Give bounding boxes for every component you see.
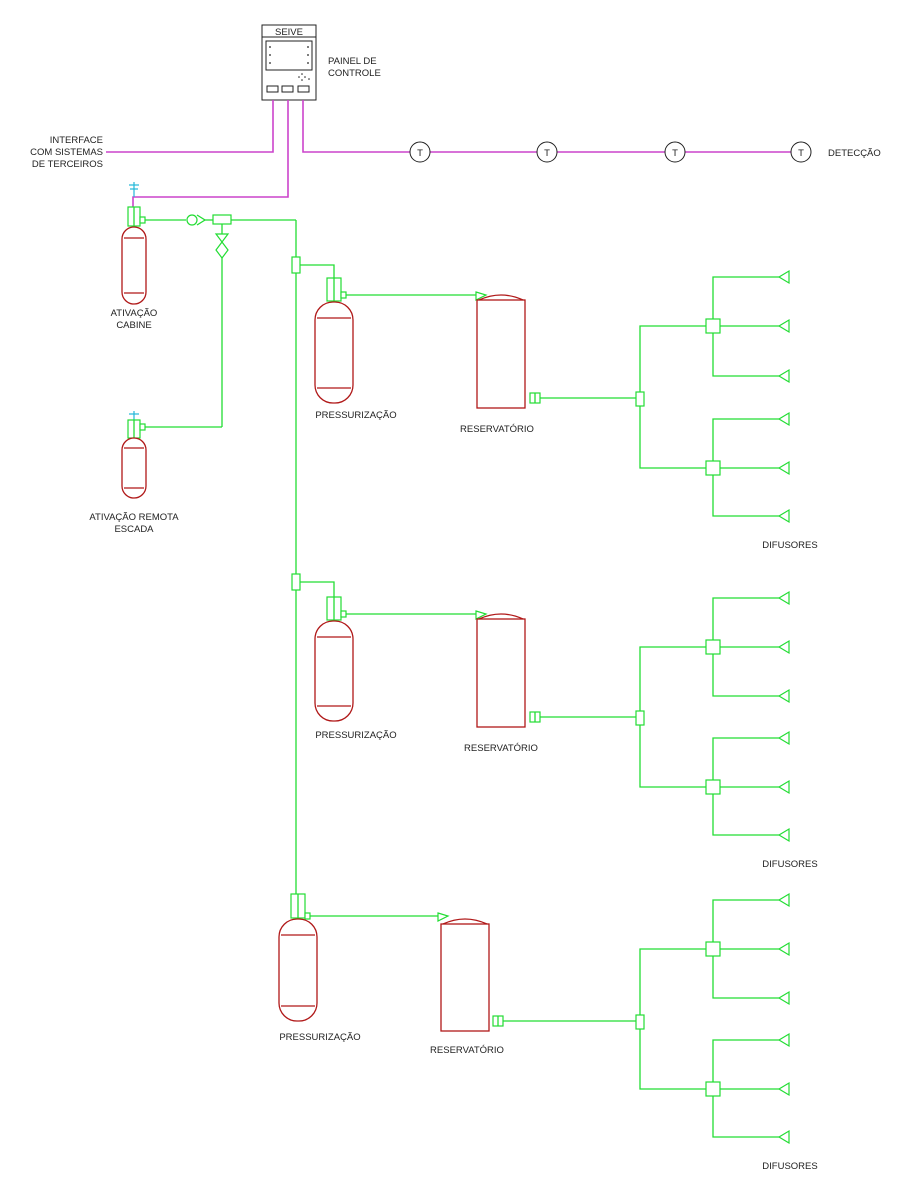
reservoir-label: RESERVATÓRIO [430,1045,504,1056]
diffuser-nozzle-icon [777,941,790,957]
panel-label-line2: CONTROLE [328,68,381,79]
panel-keypad-icon [298,73,310,81]
svg-text:T: T [544,148,550,159]
cross-fitting-icon [705,460,721,476]
diffuser-nozzle-icon [777,1032,790,1048]
diffuser-nozzle-icon [777,590,790,606]
panel-button-2 [281,85,294,93]
detectors: T T T T [409,141,812,163]
diffuser-nozzle-icon [777,639,790,655]
tee-fitting-icon [635,710,645,726]
interface-label-line3: DE TERCEIROS [32,159,103,170]
cross-fitting-icon [705,779,721,795]
pressurization-cylinder-icon [314,620,354,722]
diffuser-nozzle-icon [777,688,790,704]
detector-1: T [409,141,431,163]
diffuser-nozzle-icon [777,892,790,908]
panel-display [265,40,313,71]
module-3: PRESSURIZAÇÃO RESERVATÓRIO DIFUSORES [278,892,818,1172]
detector-3: T [664,141,686,163]
activation-cabin-label-line2: CABINE [116,320,151,331]
detector-icon [409,141,431,163]
detector-icon [664,141,686,163]
diffuser-cluster-lower [705,730,790,843]
interface-label-line2: COM SISTEMAS [30,147,103,158]
diffuser-nozzle-icon [777,269,790,285]
diffuser-cluster-upper [705,590,790,704]
reservoir-icon [440,923,490,1032]
panel-button-3 [297,85,310,93]
cross-fitting-icon [705,941,721,957]
svg-text:T: T [798,148,804,159]
control-panel: SEIVE PAINEL DE CONTROLE [261,24,381,101]
activation-cabin-cylinder [121,182,186,305]
diffuser-nozzle-icon [777,460,790,476]
interface-label-line1: INTERFACE [50,135,103,146]
module-1: PRESSURIZAÇÃO RESERVATÓRIO DIFUSORES [291,256,818,551]
diffuser-nozzle-icon [777,508,790,524]
cross-fitting-icon [705,639,721,655]
reservoir-label: RESERVATÓRIO [464,743,538,754]
valve-head-icon [129,411,139,420]
reservoir-icon [476,618,526,728]
detector-4: T [790,141,812,163]
detection-label: DETECÇÃO [828,148,881,159]
diffuser-cluster-upper [705,269,790,384]
diffuser-nozzle-icon [777,990,790,1006]
svg-text:T: T [417,148,423,159]
panel-brand: SEIVE [275,27,303,38]
pressurization-label: PRESSURIZAÇÃO [279,1032,360,1043]
diffuser-nozzle-icon [777,779,790,795]
electrical-wiring [106,100,791,207]
detection-wire [302,100,410,153]
control-panel-frame [261,24,317,101]
panel-button-1 [266,85,279,93]
cylinder-body-icon [121,437,147,499]
diffuser-cluster-lower [705,411,790,524]
diffuser-nozzle-icon [777,318,790,334]
diffuser-nozzle-icon [777,411,790,427]
tee-fitting-icon [291,573,301,591]
detector-icon [790,141,812,163]
svg-text:T: T [672,148,678,159]
pressurization-label: PRESSURIZAÇÃO [315,410,396,421]
activation-cabin-label-line1: ATIVAÇÃO [111,308,158,319]
cross-fitting-icon [705,318,721,334]
pressurization-cylinder-icon [314,301,354,404]
activation-remote-label-line2: ESCADA [114,524,154,535]
activation-remote-label-line1: ATIVAÇÃO REMOTA [89,512,179,523]
diffuser-cluster-upper [705,892,790,1006]
diffusers-label: DIFUSORES [762,540,817,551]
reservoir-label: RESERVATÓRIO [460,424,534,435]
detector-2: T [536,141,558,163]
activation-wire [132,100,289,207]
diffusers-label: DIFUSORES [762,1161,817,1172]
tee-fitting-icon [635,391,645,407]
interface-wire [106,100,274,153]
tee-fitting-icon [291,256,301,274]
activation-remote-cylinder [121,411,222,499]
diffuser-cluster-lower [705,1032,790,1145]
diffuser-nozzle-icon [777,827,790,843]
valve-head-icon [129,182,139,197]
reservoir-icon [476,299,526,409]
diffuser-nozzle-icon [777,730,790,746]
cylinder-body-icon [121,226,147,305]
diffusers-label: DIFUSORES [762,859,817,870]
diffuser-nozzle-icon [777,1081,790,1097]
detector-icon [536,141,558,163]
tee-fitting-icon [635,1014,645,1030]
cross-fitting-icon [705,1081,721,1097]
diffuser-nozzle-icon [777,368,790,384]
module-2: PRESSURIZAÇÃO RESERVATÓRIO DIFUSORES [291,573,818,870]
panel-label-line1: PAINEL DE [328,56,377,67]
pressurization-label: PRESSURIZAÇÃO [315,730,396,741]
pressurization-cylinder-icon [278,918,318,1022]
diffuser-nozzle-icon [777,1129,790,1145]
check-valve-icon [186,214,296,427]
